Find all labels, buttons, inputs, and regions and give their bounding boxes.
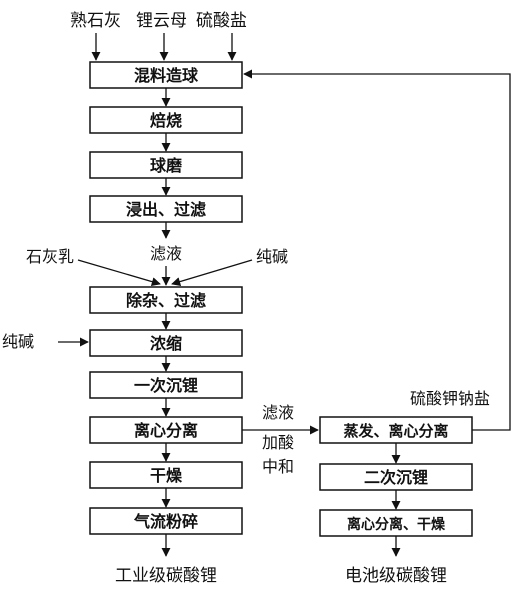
label-k-na-sulfate: 硫酸钾钠盐 <box>410 389 490 408</box>
box-leach-filter: 浸出、过滤 <box>89 195 243 223</box>
box-centrifuge: 离心分离 <box>89 416 243 444</box>
output-industrial: 工业级碳酸锂 <box>115 566 217 586</box>
label-centrifuge: 离心分离 <box>134 421 198 440</box>
label-dry: 干燥 <box>150 466 183 485</box>
box-concentrate: 浓缩 <box>89 329 243 357</box>
box-airflow-pulverize: 气流粉碎 <box>89 507 243 535</box>
arrow-soda-ash-1 <box>171 259 253 287</box>
box-roast: 焙烧 <box>89 106 243 134</box>
label-filtrate-2: 滤液 <box>262 403 294 422</box>
label-airflow-pulverize: 气流粉碎 <box>133 512 198 531</box>
label-acid-add: 加酸 <box>262 433 294 452</box>
label-soda-ash-2: 纯碱 <box>2 332 34 351</box>
box-first-li-precip: 一次沉锂 <box>89 371 243 399</box>
label-roast: 焙烧 <box>150 111 182 130</box>
output-battery: 电池级碳酸锂 <box>345 566 447 586</box>
label-first-li-precip: 一次沉锂 <box>134 376 198 395</box>
box-evap-centrifuge: 蒸发、离心分离 <box>319 416 473 444</box>
box-mix-pelletize: 混料造球 <box>89 61 243 89</box>
label-ball-mill: 球磨 <box>150 156 182 175</box>
label-second-li-precip: 二次沉锂 <box>364 468 428 487</box>
box-centrifuge-dry: 离心分离、干燥 <box>319 509 473 537</box>
box-dry: 干燥 <box>89 461 243 489</box>
label-evap-centrifuge: 蒸发、离心分离 <box>343 422 448 440</box>
recycle-loop-arrow <box>243 69 511 431</box>
label-mix-pelletize: 混料造球 <box>134 66 199 85</box>
label-lime-milk: 石灰乳 <box>26 247 74 266</box>
label-centrifuge-dry: 离心分离、干燥 <box>347 516 446 533</box>
box-remove-impurity: 除杂、过滤 <box>89 286 243 314</box>
label-soda-ash-1: 纯碱 <box>256 247 288 266</box>
label-filtrate-1: 滤液 <box>150 244 182 263</box>
input-lepidolite: 锂云母 <box>136 11 187 31</box>
label-concentrate: 浓缩 <box>150 334 182 353</box>
label-neutralize: 中和 <box>262 457 294 476</box>
box-second-li-precip: 二次沉锂 <box>319 463 473 491</box>
arrow-lime-milk <box>77 259 161 287</box>
label-leach-filter: 浸出、过滤 <box>126 200 206 219</box>
input-sulfate: 硫酸盐 <box>196 11 247 31</box>
box-ball-mill: 球磨 <box>89 151 243 179</box>
input-quicklime: 熟石灰 <box>70 10 121 31</box>
label-remove-impurity: 除杂、过滤 <box>126 291 206 310</box>
